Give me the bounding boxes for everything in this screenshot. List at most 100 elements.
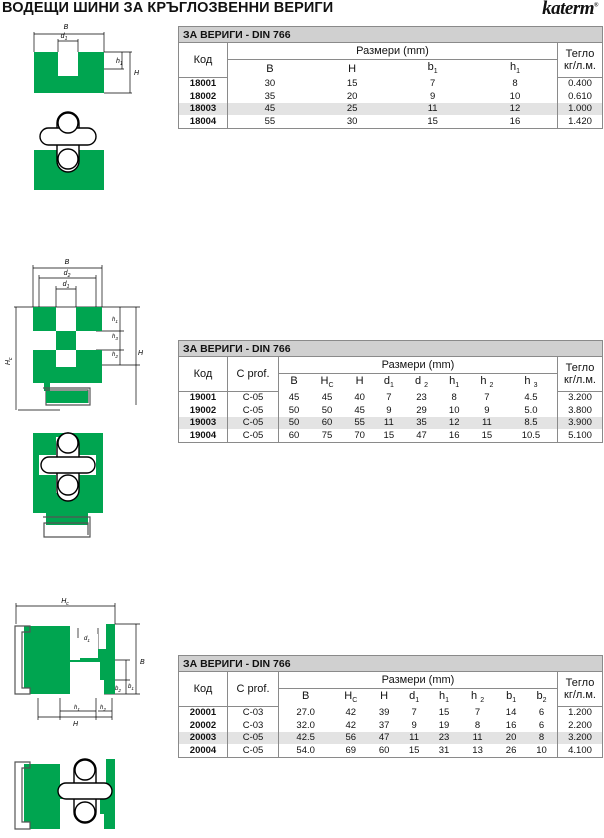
value-cell: 55 <box>345 416 375 429</box>
value-cell: 27.0 <box>296 707 315 718</box>
code-cell: 19004 <box>178 429 228 443</box>
value-cell: 8 <box>451 392 457 403</box>
label-d1: d1 <box>61 33 68 42</box>
code-cell: 18001 <box>178 77 228 90</box>
value-cell: 30 <box>311 115 393 129</box>
label-d1: d1 <box>84 636 90 643</box>
label-d2: d2 <box>64 270 71 279</box>
value-cell: 23 <box>416 392 427 403</box>
cprof-cell: C-03 <box>227 706 279 719</box>
logo-text: katerm <box>542 0 595 19</box>
code-cell: 18004 <box>178 115 228 129</box>
value-cell: 16 <box>472 115 558 129</box>
katerm-logo: katerm® <box>542 0 598 20</box>
value-cell: 14 <box>505 707 517 718</box>
value-cell: 60 <box>369 744 400 758</box>
value-cell: 60 <box>278 429 310 443</box>
value-cell: 69 <box>332 744 370 758</box>
value-cell: 12 <box>472 102 558 115</box>
col-header: d1 <box>409 690 420 705</box>
label-h1: h1 <box>74 705 80 712</box>
code-cell: 20004 <box>178 744 228 758</box>
green-profile-3 <box>24 624 115 694</box>
cprof-cell: C-05 <box>227 744 279 758</box>
value-cell: 10 <box>526 744 558 758</box>
cprof-header: C prof. <box>227 356 279 392</box>
cprof-cell: C-05 <box>227 416 279 429</box>
weight-header-2: кг/л.м. <box>557 59 603 78</box>
col-b1: b1 <box>427 61 438 76</box>
value-cell: 45 <box>321 392 333 403</box>
value-cell: 9 <box>411 719 417 731</box>
value-cell: 19 <box>438 719 450 731</box>
code-cell: 19001 <box>178 391 228 404</box>
code-header: Код <box>178 42 228 78</box>
value-cell: 7 <box>430 78 436 89</box>
value-cell: 7 <box>411 707 417 718</box>
value-cell: 20 <box>496 731 527 744</box>
value-cell: 11 <box>459 731 497 744</box>
value-cell: 11 <box>468 416 505 429</box>
spec-table-3: ЗА ВЕРИГИ - DIN 766 Код C prof. Размери … <box>178 655 603 758</box>
value-cell: 7 <box>484 392 490 403</box>
col-header: h 2 <box>471 690 485 705</box>
dims-header: Размери (mm) <box>227 42 558 60</box>
value-cell: 39 <box>378 707 390 718</box>
label-hc: Hc <box>5 357 14 365</box>
green-profile-1 <box>34 52 104 93</box>
label-h2: h2 <box>112 352 118 359</box>
table-title: ЗА ВЕРИГИ - DIN 766 <box>178 655 603 672</box>
table-title: ЗА ВЕРИГИ - DIN 766 <box>178 340 603 357</box>
dims-header: Размери (mm) <box>278 356 558 374</box>
value-cell: 7 <box>386 392 392 403</box>
chain-illustration-2 <box>33 432 103 538</box>
value-cell: 13 <box>459 744 497 758</box>
value-cell: 47 <box>403 429 440 443</box>
logo-mark: ® <box>594 2 598 9</box>
value-cell: 8 <box>474 719 481 731</box>
weight-cell: 3.200 <box>557 391 603 404</box>
weight-header-2: кг/л.м. <box>557 373 603 392</box>
cprof-cell: C-05 <box>227 404 279 417</box>
weight-cell: 0.400 <box>557 77 603 90</box>
value-cell: 26 <box>496 744 527 758</box>
weight-cell: 3.900 <box>557 416 603 429</box>
col-header: d 2 <box>414 375 429 390</box>
weight-cell: 5.100 <box>557 429 603 443</box>
dims-header: Размери (mm) <box>278 671 558 689</box>
col-header: h 3 <box>524 375 538 390</box>
cprof-cell: C-03 <box>227 719 279 732</box>
weight-header-2: кг/л.м. <box>557 688 603 707</box>
label-b: B <box>65 259 70 266</box>
label-h: H <box>138 350 144 357</box>
col-header: b1 <box>506 690 517 705</box>
label-b1: b1 <box>128 684 134 691</box>
label-b: B <box>64 24 69 31</box>
code-cell: 18003 <box>178 102 228 115</box>
value-cell: 40 <box>354 392 365 403</box>
value-cell: 35 <box>403 416 440 429</box>
value-cell: 37 <box>378 719 390 731</box>
label-b: B <box>140 659 145 666</box>
value-cell: 45 <box>288 392 300 403</box>
col-h1: h1 <box>509 61 520 76</box>
value-cell: 12 <box>439 416 469 429</box>
table-title: ЗА ВЕРИГИ - DIN 766 <box>178 26 603 43</box>
weight-header-1: Тегло <box>557 42 603 60</box>
value-cell: 11 <box>392 102 473 115</box>
value-cell: 50 <box>321 404 333 416</box>
value-cell: 15 <box>374 429 404 443</box>
code-cell: 20003 <box>178 731 228 744</box>
value-cell: 31 <box>429 744 460 758</box>
value-cell: 8.5 <box>504 416 558 429</box>
value-cell: 29 <box>416 404 427 416</box>
value-cell: 56 <box>332 731 370 744</box>
value-cell: 6 <box>538 707 545 718</box>
value-cell: 42 <box>345 707 357 718</box>
value-cell: 10.5 <box>504 429 558 443</box>
